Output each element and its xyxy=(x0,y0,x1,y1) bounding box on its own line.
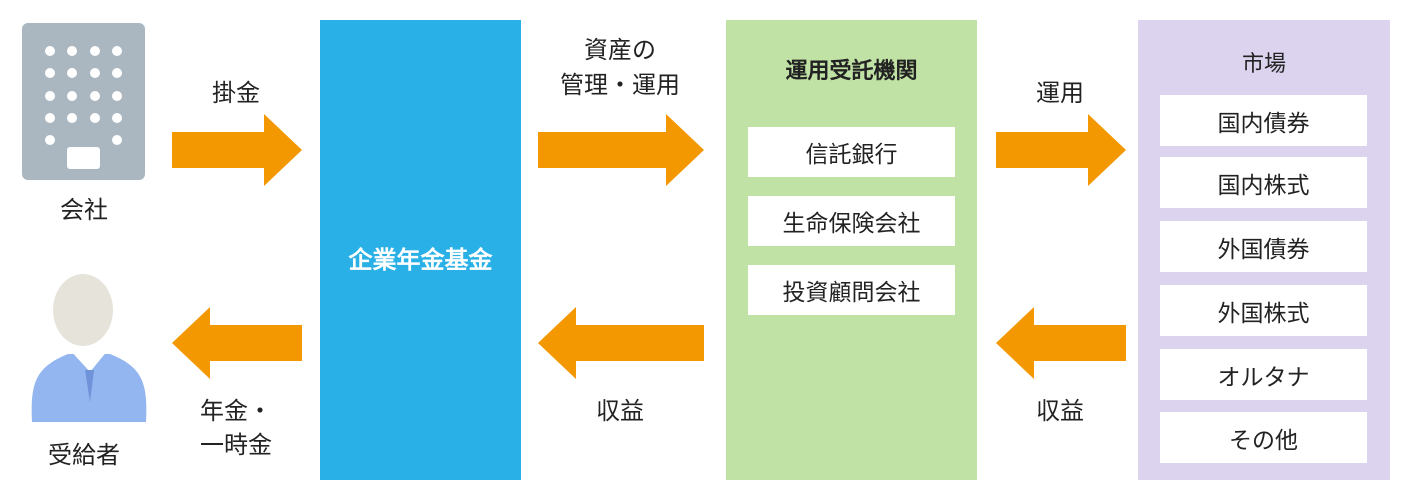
market-item: 外国株式 xyxy=(1160,285,1367,336)
asset-label-1: 資産の xyxy=(584,36,656,64)
arrow-left-icon xyxy=(996,307,1126,379)
building-icon xyxy=(22,23,145,180)
arrow-right-icon xyxy=(172,114,302,186)
pension-label-2: 一時金 xyxy=(200,431,272,459)
return-market-label: 収益 xyxy=(1036,397,1084,425)
market-title: 市場 xyxy=(1241,52,1286,77)
trustee-title: 運用受託機関 xyxy=(785,59,918,84)
arrow-right-icon xyxy=(996,114,1126,186)
person-icon xyxy=(28,272,150,427)
market-item: その他 xyxy=(1160,412,1367,463)
return-fund-label: 収益 xyxy=(596,397,644,425)
trustee-item: 生命保険会社 xyxy=(748,196,955,246)
market-item: オルタナ xyxy=(1160,349,1367,400)
trustee-item: 投資顧問会社 xyxy=(748,265,955,315)
investment-label: 運用 xyxy=(1036,79,1084,107)
trustee-box: 運用受託機関 信託銀行 生命保険会社 投資顧問会社 xyxy=(726,20,977,480)
arrow-left-icon xyxy=(172,307,302,379)
asset-label-2: 管理・運用 xyxy=(560,71,680,99)
pension-label-1: 年金・ xyxy=(200,397,272,425)
fund-label: 企業年金基金 xyxy=(348,246,493,274)
recipient-label: 受給者 xyxy=(48,441,120,469)
arrow-right-icon xyxy=(538,114,704,186)
market-item: 国内株式 xyxy=(1160,157,1367,208)
market-item: 国内債券 xyxy=(1160,95,1367,146)
pension-fund-box: 企業年金基金 xyxy=(320,20,521,480)
arrow-left-icon xyxy=(538,307,704,379)
contribution-label: 掛金 xyxy=(212,79,260,107)
company-label: 会社 xyxy=(60,196,108,224)
market-item: 外国債券 xyxy=(1160,221,1367,272)
trustee-item: 信託銀行 xyxy=(748,127,955,177)
market-box: 市場 国内債券 国内株式 外国債券 外国株式 オルタナ その他 xyxy=(1138,20,1390,480)
